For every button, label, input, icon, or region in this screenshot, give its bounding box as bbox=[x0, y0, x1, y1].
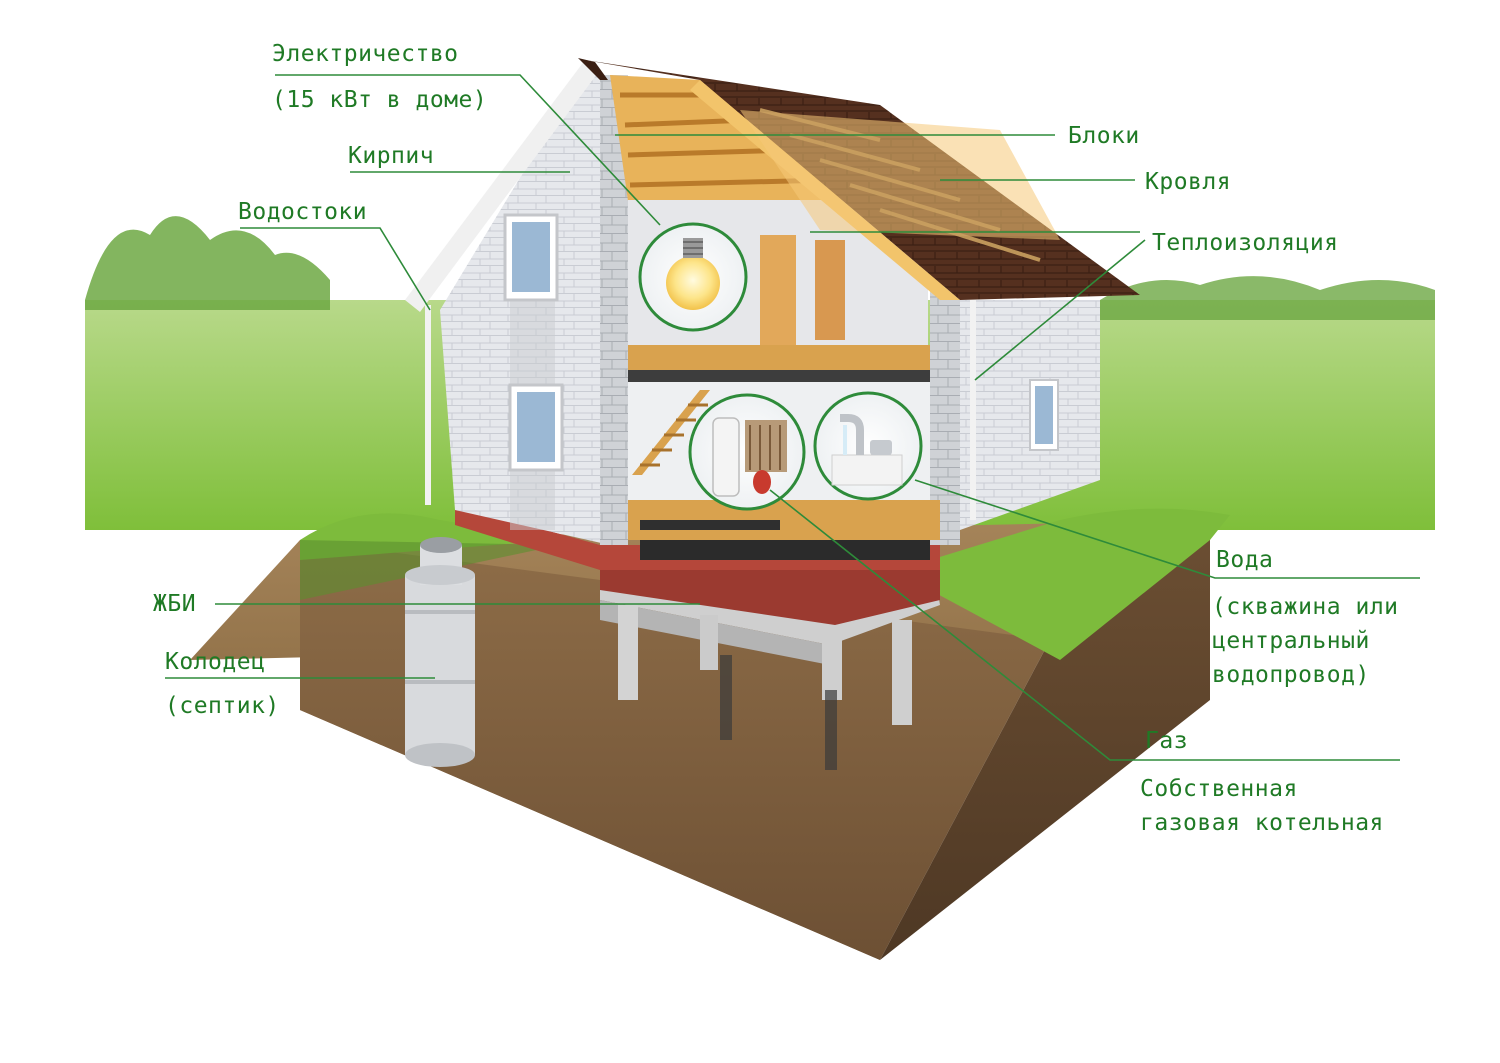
label-well-line2: (септик) bbox=[165, 693, 280, 719]
leader-insulation-wall bbox=[974, 239, 1146, 381]
label-electricity: Электричество bbox=[272, 40, 459, 68]
faucet-icon bbox=[813, 391, 923, 501]
label-water-line2: центральный bbox=[1212, 628, 1370, 654]
label-electricity-power: (15 кВт в доме) bbox=[272, 86, 487, 114]
label-rc: ЖБИ bbox=[153, 591, 197, 617]
label-water-line3: водопровод) bbox=[1212, 662, 1370, 688]
leader-electricity bbox=[275, 74, 661, 226]
label-well: Колодец (септик) bbox=[165, 640, 280, 728]
leader-lines bbox=[165, 74, 1420, 761]
label-water-line1: (скважина или bbox=[1212, 594, 1399, 620]
label-blocks: Блоки bbox=[1068, 123, 1140, 149]
house-facade-right bbox=[960, 300, 1100, 530]
label-water-desc: (скважина или центральный водопровод) bbox=[1212, 590, 1399, 692]
leader-water bbox=[914, 479, 1420, 579]
label-electricity-line2: (15 кВт в доме) bbox=[272, 87, 488, 113]
label-well-line1: Колодец bbox=[165, 649, 266, 675]
leader-gutters bbox=[240, 227, 431, 311]
light-bulb-icon bbox=[638, 222, 748, 332]
label-gutters: Водостоки bbox=[238, 199, 368, 225]
label-gas-line1: Собственная bbox=[1140, 776, 1298, 802]
label-gas-desc: Собственная газовая котельная bbox=[1140, 772, 1384, 840]
septic-well bbox=[405, 537, 475, 767]
label-brick: Кирпич bbox=[348, 143, 435, 169]
label-gas-title: Газ bbox=[1145, 728, 1189, 754]
label-water-title: Вода bbox=[1216, 547, 1274, 573]
label-electricity-line1: Электричество bbox=[272, 41, 459, 67]
label-gas-line2: газовая котельная bbox=[1140, 810, 1384, 836]
leader-gas bbox=[769, 489, 1400, 761]
foundation bbox=[455, 505, 940, 770]
boiler-icon bbox=[688, 393, 806, 511]
label-roofing: Кровля bbox=[1145, 169, 1232, 195]
house-facade-left bbox=[405, 60, 610, 545]
label-insulation: Теплоизоляция bbox=[1152, 230, 1339, 256]
